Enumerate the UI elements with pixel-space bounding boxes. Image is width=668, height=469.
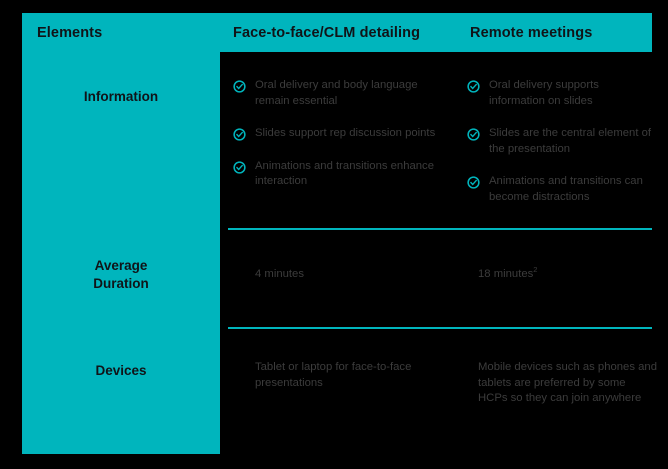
information-col1-bullets: Oral delivery and body language remain e… xyxy=(233,78,443,207)
header-elements-label: Elements xyxy=(37,25,103,41)
row-divider-2 xyxy=(228,327,652,329)
check-circle-icon xyxy=(467,176,480,189)
list-item-label: Slides support rep discussion points xyxy=(255,127,436,139)
average-duration-col1-value: 4 minutes xyxy=(255,268,304,280)
list-item-label: Animations and transitions can become di… xyxy=(489,175,643,203)
list-item: Animations and transitions can become di… xyxy=(467,174,652,205)
row-label-average-duration: Average Duration xyxy=(22,257,220,293)
check-circle-icon xyxy=(467,128,480,141)
check-circle-icon xyxy=(233,160,246,174)
list-item: Slides support rep discussion points xyxy=(233,126,443,142)
average-duration-col2-text: 18 minutes xyxy=(478,268,534,280)
list-item: Animations and transitions enhance inter… xyxy=(233,159,443,190)
list-item-label: Animations and transitions enhance inter… xyxy=(255,159,434,188)
information-col2-bullets: Oral delivery supports information on sl… xyxy=(467,78,652,222)
row-label-information: Information xyxy=(83,89,159,104)
row-label-average-duration-line2: Duration xyxy=(93,276,149,291)
check-circle-icon xyxy=(233,128,246,141)
row-label-devices: Devices xyxy=(95,363,147,378)
row-divider-1 xyxy=(228,228,652,230)
list-item: Oral delivery supports information on sl… xyxy=(467,78,652,109)
list-item: Oral delivery and body language remain e… xyxy=(233,78,443,109)
list-item-label: Slides are the central element of the pr… xyxy=(489,127,652,155)
header-column-remote-meetings: Remote meetings xyxy=(470,25,593,41)
header-column-face-to-face: Face-to-face/CLM detailing xyxy=(233,25,421,41)
table-header-bar xyxy=(22,13,652,52)
devices-col1-text: Tablet or laptop for face-to-face presen… xyxy=(255,361,412,389)
devices-col2-text: Mobile devices such as phones and tablet… xyxy=(478,361,657,404)
average-duration-col2-value: 18 minutes2 xyxy=(478,265,653,283)
list-item: Slides are the central element of the pr… xyxy=(467,126,652,157)
row-label-sidebar xyxy=(22,52,220,454)
check-circle-icon xyxy=(467,80,480,93)
list-item-label: Oral delivery supports information on sl… xyxy=(489,79,599,107)
check-circle-icon xyxy=(233,80,246,93)
list-item-label: Oral delivery and body language remain e… xyxy=(255,79,418,107)
row-label-average-duration-line1: Average xyxy=(94,258,148,273)
footnote-marker: 2 xyxy=(533,265,538,275)
